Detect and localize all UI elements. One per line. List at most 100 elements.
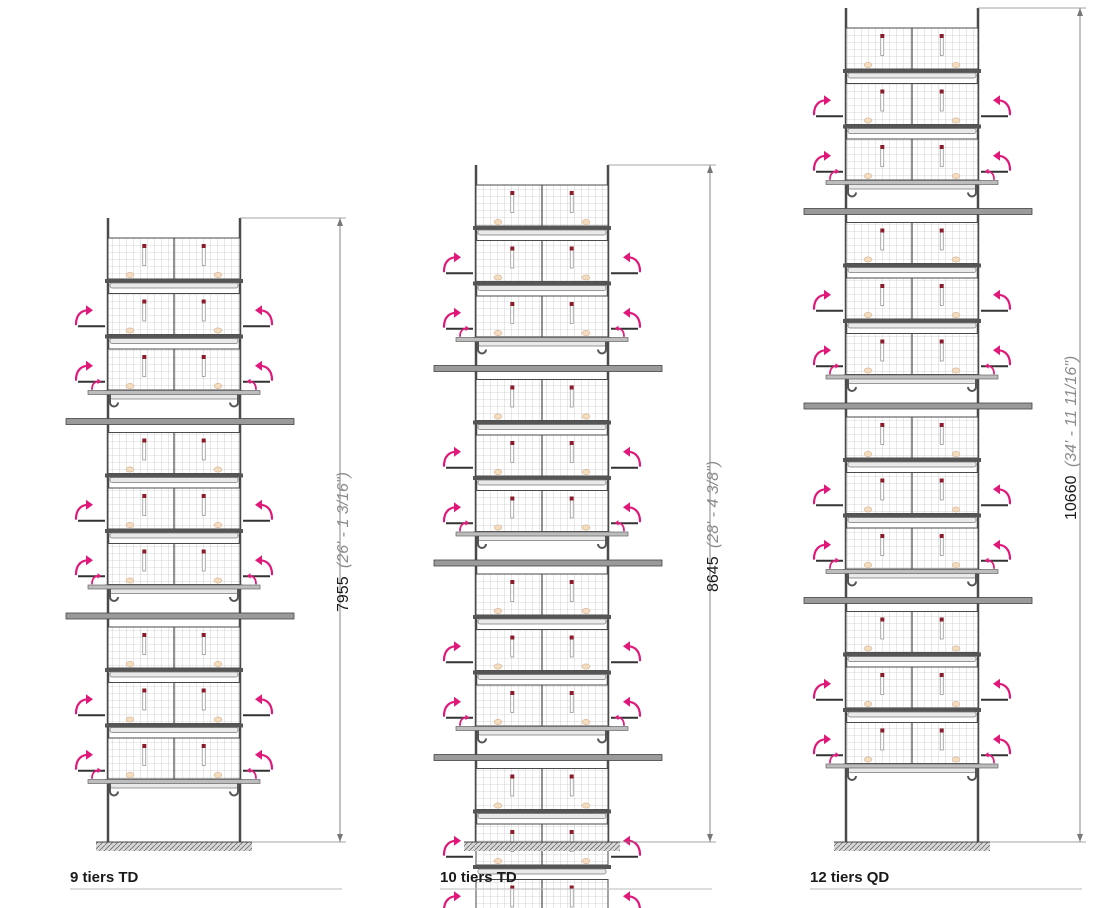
- curved-arrow-icon: [255, 360, 274, 381]
- collection-tray: [825, 180, 999, 185]
- cage-tier: [74, 487, 274, 539]
- curved-arrow-icon: [812, 484, 831, 505]
- curved-arrow-icon: [74, 749, 93, 770]
- hatched-floor-icon: [96, 842, 252, 851]
- curved-arrow-icon: [812, 734, 831, 755]
- rack-9-height-mm: 7955: [335, 576, 352, 612]
- dimension-arrow-top: [1077, 8, 1083, 16]
- curved-arrow-icon: [91, 767, 102, 779]
- dimension-arrow-bottom: [337, 834, 343, 842]
- curved-arrow-icon: [984, 363, 995, 375]
- curved-arrow-icon: [623, 502, 642, 523]
- rack-10-height-imperial: (28' - 4 3/8"): [705, 461, 722, 548]
- curved-arrow-icon: [459, 325, 470, 337]
- curved-arrow-icon: [623, 696, 642, 717]
- rack-10-caption: 10 tiers TD: [440, 869, 517, 886]
- service-walkway: [803, 208, 1033, 215]
- curved-arrow-icon: [829, 168, 840, 180]
- curved-arrow-icon: [812, 678, 831, 699]
- rack-9-height-imperial: (26' - 1 3/16"): [335, 472, 352, 568]
- service-walkway: [433, 559, 663, 567]
- cage-tier: [843, 611, 981, 662]
- collection-tray: [455, 726, 629, 731]
- cage-tier: [473, 184, 611, 236]
- service-walkway: [433, 365, 663, 372]
- curved-arrow-icon: [255, 305, 274, 326]
- curved-arrow-icon: [829, 557, 840, 569]
- cage-tier: [473, 768, 611, 819]
- curved-arrow-icon: [812, 289, 831, 310]
- curved-arrow-icon: [623, 641, 642, 662]
- curved-arrow-icon: [984, 168, 995, 180]
- curved-arrow-icon: [829, 363, 840, 375]
- service-walkway: [433, 754, 663, 761]
- curved-arrow-icon: [993, 734, 1012, 755]
- curved-arrow-icon: [993, 150, 1012, 171]
- dimension-arrow-top: [337, 218, 343, 226]
- rack-12-caption: 12 tiers QD: [810, 869, 889, 886]
- hatched-floor-icon: [464, 842, 620, 851]
- cage-tier: [812, 83, 1012, 134]
- curved-arrow-icon: [993, 484, 1012, 505]
- curved-arrow-icon: [459, 520, 470, 532]
- rack-12-tiers: [803, 7, 1086, 851]
- curved-arrow-icon: [74, 305, 93, 326]
- curved-arrow-icon: [984, 557, 995, 569]
- cage-tier: [74, 682, 274, 733]
- rack-12-height-label: 10660 (34' - 11 11/16"): [1063, 356, 1080, 520]
- curved-arrow-icon: [993, 289, 1012, 310]
- collection-tray: [87, 390, 261, 395]
- service-walkway: [65, 612, 295, 620]
- cage-tier: [105, 237, 243, 289]
- curved-arrow-icon: [255, 694, 274, 715]
- curved-arrow-icon: [91, 378, 102, 390]
- rack-12-height-mm: 10660: [1063, 475, 1080, 520]
- curved-arrow-icon: [623, 446, 642, 467]
- cage-tier: [74, 293, 274, 344]
- curved-arrow-icon: [246, 767, 257, 779]
- curved-arrow-icon: [623, 307, 642, 328]
- collection-tray: [455, 531, 629, 537]
- curved-arrow-icon: [623, 835, 642, 856]
- curved-arrow-icon: [255, 499, 274, 520]
- dimension-arrow-bottom: [1077, 834, 1083, 842]
- cage-tier: [843, 27, 981, 79]
- cage-tier: [812, 666, 1012, 718]
- curved-arrow-icon: [614, 714, 625, 726]
- curved-arrow-icon: [74, 694, 93, 715]
- curved-arrow-icon: [812, 539, 831, 560]
- service-walkway: [803, 597, 1033, 604]
- curved-arrow-icon: [74, 499, 93, 520]
- cage-tier: [74, 737, 274, 789]
- cage-tier: [473, 573, 611, 625]
- service-walkway: [803, 402, 1033, 410]
- curved-arrow-icon: [993, 95, 1012, 116]
- cage-tier: [442, 684, 642, 736]
- cage-tier: [812, 138, 1012, 190]
- curved-arrow-icon: [623, 891, 641, 908]
- collection-tray: [825, 763, 999, 769]
- cage-tier: [843, 222, 981, 273]
- cage-tier: [812, 277, 1012, 329]
- curved-arrow-icon: [442, 502, 461, 523]
- curved-arrow-icon: [614, 520, 625, 532]
- curved-arrow-icon: [255, 749, 274, 770]
- curved-arrow-icon: [993, 678, 1012, 699]
- curved-arrow-icon: [255, 555, 274, 576]
- rack-9-height-label: 7955 (26' - 1 3/16"): [335, 472, 352, 612]
- curved-arrow-icon: [812, 95, 831, 116]
- dimension-arrow-top: [707, 165, 713, 173]
- cage-tier: [812, 472, 1012, 523]
- curved-arrow-icon: [442, 835, 461, 856]
- curved-arrow-icon: [993, 345, 1012, 366]
- cage-tier: [105, 626, 243, 678]
- curved-arrow-icon: [246, 573, 257, 585]
- curved-arrow-icon: [442, 307, 461, 328]
- cage-tier: [442, 629, 642, 680]
- curved-arrow-icon: [74, 360, 93, 381]
- dimension-arrow-bottom: [707, 834, 713, 842]
- service-walkway: [65, 418, 295, 425]
- rack-9-tiers: [65, 217, 346, 851]
- rack-10-tiers: [433, 164, 716, 908]
